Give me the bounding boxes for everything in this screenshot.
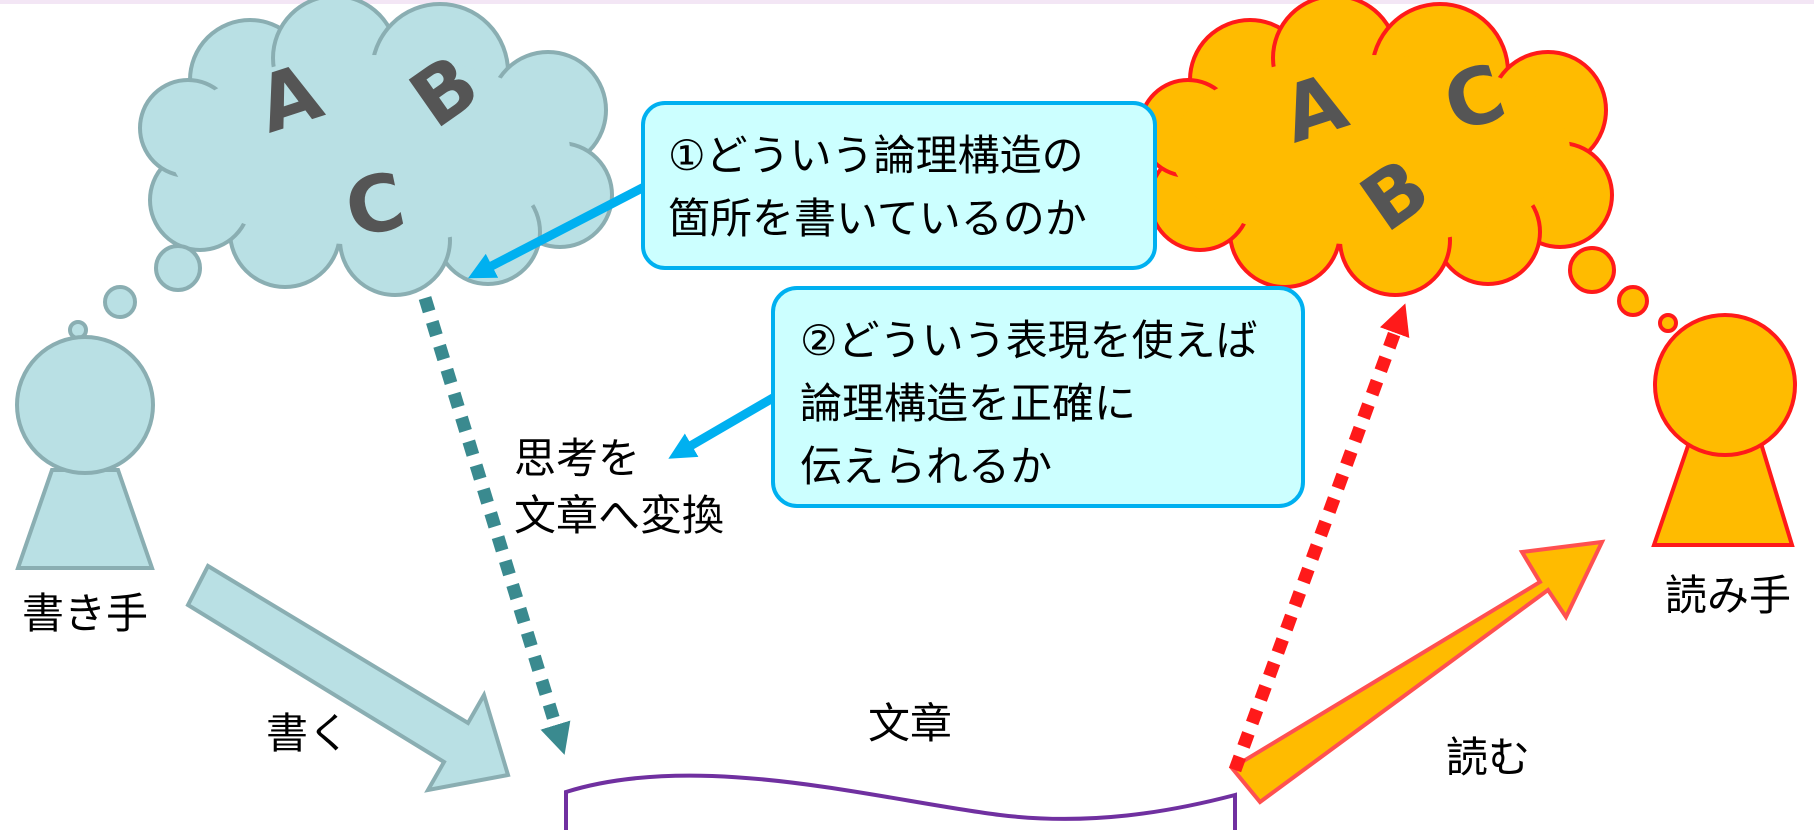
- callout-2-box: [771, 286, 1305, 508]
- writer-person-icon: [15, 335, 155, 570]
- callout-2-arrow: [668, 391, 781, 459]
- writer-thought-bubbles: [68, 244, 202, 340]
- writer-to-text-dotted-arrow: [418, 296, 571, 755]
- document-shape: [564, 773, 1237, 830]
- callout-1-box: [641, 101, 1157, 270]
- callout-2-line3: 伝えられるか: [800, 442, 1052, 491]
- convert-label-line2: 文章へ変換: [514, 491, 724, 540]
- writer-label: 書き手: [22, 589, 148, 638]
- document-label: 文章: [868, 699, 952, 748]
- write-label: 書く: [266, 709, 350, 758]
- reader-thought-cloud: A C B: [1138, 0, 1614, 297]
- callout-1-line1: ①どういう論理構造の: [668, 131, 1084, 180]
- convert-label-line1: 思考を: [514, 434, 640, 483]
- reader-thought-bubbles: [1568, 246, 1678, 333]
- callout-1-line2: 箇所を書いているのか: [668, 194, 1087, 243]
- callout-2-line1: ②どういう表現を使えば: [800, 316, 1258, 365]
- callout-2-line2: 論理構造を正確に: [800, 379, 1136, 428]
- reader-label: 読み手: [1665, 571, 1791, 620]
- callout-1-arrow: [468, 181, 651, 279]
- read-label: 読む: [1446, 733, 1530, 782]
- read-arrow: [1228, 539, 1606, 805]
- writer-thought-cloud: A B C: [138, 0, 614, 297]
- write-arrow: [185, 563, 511, 793]
- top-border: [0, 0, 1814, 4]
- text-to-reader-dotted-arrow: [1228, 303, 1410, 773]
- reader-person-icon: [1651, 313, 1797, 547]
